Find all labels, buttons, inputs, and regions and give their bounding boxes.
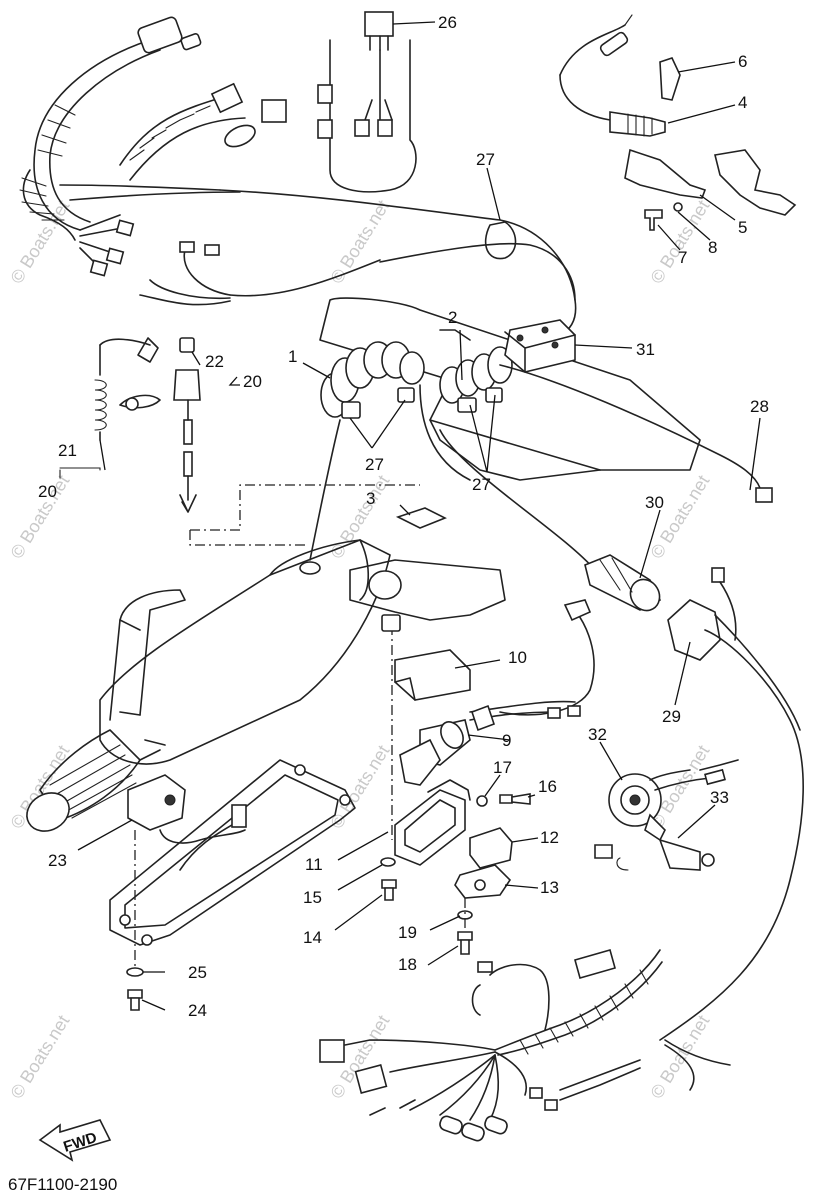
- connector-31: [504, 319, 576, 373]
- watermark: © Boats.net: [6, 197, 73, 288]
- watermark: © Boats.net: [6, 1012, 73, 1103]
- callout-18: 18: [398, 955, 417, 974]
- switch-9-cover-10: [381, 614, 581, 840]
- drawing-code: 67F1100-2190: [8, 1175, 117, 1194]
- cable-tie-27-top: [484, 221, 517, 260]
- corrugated-boot-2: [439, 346, 513, 413]
- callout-12: 12: [540, 828, 559, 847]
- callout-24: 24: [188, 1001, 207, 1020]
- sensor-bracket-assembly: [559, 14, 797, 231]
- callout-6: 6: [738, 52, 747, 71]
- callout-10: 10: [508, 648, 527, 667]
- connector-30: [584, 554, 662, 612]
- callout-33: 33: [710, 788, 729, 807]
- callout-11: 11: [305, 855, 323, 874]
- bottom-plate: [109, 759, 356, 946]
- main-cable: [219, 189, 577, 336]
- callout-16: 16: [538, 777, 557, 796]
- callout-9: 9: [502, 731, 511, 750]
- forward-direction-arrow: FWD: [38, 1119, 112, 1162]
- callout-31: 31: [636, 340, 655, 359]
- watermark: © Boats.net: [326, 197, 393, 288]
- screw-24-washer-25: [126, 967, 144, 1011]
- seal-3: [395, 507, 447, 529]
- switch-23: [127, 774, 246, 970]
- lower-wiring-harness: [319, 949, 731, 1142]
- callout-26: 26: [438, 13, 457, 32]
- callout-28: 28: [750, 397, 769, 416]
- callout-14: 14: [303, 928, 322, 947]
- bracket-11-clamp-12-plate-13: [380, 779, 531, 955]
- callout-19: 19: [398, 923, 417, 942]
- callout-8: 8: [708, 238, 717, 257]
- callout-1: 1: [288, 347, 297, 366]
- callout-30: 30: [645, 493, 664, 512]
- callout-27: 27: [365, 455, 384, 474]
- connector-29: [499, 567, 804, 1041]
- callout-25: 25: [188, 963, 207, 982]
- callout-22: 22: [205, 352, 224, 371]
- kill-switch-assembly: [59, 337, 201, 513]
- callout-23: 23: [48, 851, 67, 870]
- watermark: © Boats.net: [646, 1012, 713, 1103]
- callout-17: 17: [493, 758, 512, 777]
- callout-5: 5: [738, 218, 747, 237]
- callout-2: 2: [448, 308, 457, 327]
- cable-grommets: [309, 297, 773, 571]
- callout-labels: 1 2 3 4 5 6 7 8 9 10 11 12 13 14 15 16 1…: [38, 13, 769, 1020]
- tiller-handle-assembly: [26, 484, 506, 832]
- callout-29: 29: [662, 707, 681, 726]
- corrugated-boot-1: [320, 341, 425, 419]
- callout-leaders: [77, 21, 761, 1011]
- callout-20: 20: [243, 372, 262, 391]
- callout-20: 20: [38, 482, 57, 501]
- callout-21: 21: [58, 441, 77, 460]
- callout-27: 27: [472, 475, 491, 494]
- callout-4: 4: [738, 93, 747, 112]
- upper-wiring-harness: [19, 16, 381, 306]
- harness-spiral-wrap: [19, 104, 76, 221]
- callout-13: 13: [540, 878, 559, 897]
- watermark: © Boats.net: [646, 472, 713, 563]
- callout-15: 15: [303, 888, 322, 907]
- callout-32: 32: [588, 725, 607, 744]
- callout-7: 7: [678, 248, 687, 267]
- callout-27: 27: [476, 150, 495, 169]
- callout-3: 3: [366, 489, 375, 508]
- connector-26: [317, 11, 417, 193]
- buzzer-32-bracket-33: [594, 759, 739, 871]
